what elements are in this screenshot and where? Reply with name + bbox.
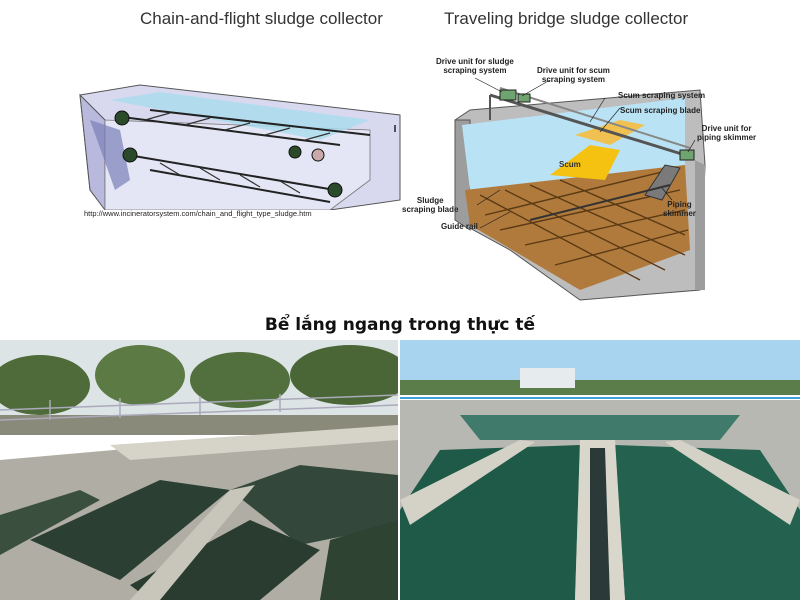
left-diagram-title: Chain-and-flight sludge collector [140, 9, 383, 28]
label-sludge-blade: Sludge scraping blade [402, 196, 459, 214]
label-scum: Scum [559, 160, 581, 169]
label-drive-skimmer: Drive unit for piping skimmer [697, 124, 757, 142]
traveling-bridge-collector-illustration [454, 77, 706, 301]
source-url: http://www.incineratorsystem.com/chain_a… [84, 209, 312, 218]
label-scum-system: Scum scraping system [618, 91, 706, 100]
label-piping-skimmer: Piping skimmer [663, 200, 696, 218]
right-diagram-title: Traveling bridge sludge collector [444, 9, 689, 28]
chain-flight-collector-illustration [79, 84, 401, 210]
photo-right-sedimentation-tank [400, 340, 800, 600]
label-scum-blade: Scum scraping blade [620, 106, 701, 115]
section-heading: Bể lắng ngang trong thực tế [264, 315, 536, 335]
label-guide-rail: Guide rail [441, 222, 478, 231]
label-drive-scum: Drive unit for scum scraping system [537, 66, 610, 84]
photo-left-sedimentation-tank [0, 340, 398, 600]
label-drive-sludge: Drive unit for sludge scraping system [436, 57, 514, 75]
